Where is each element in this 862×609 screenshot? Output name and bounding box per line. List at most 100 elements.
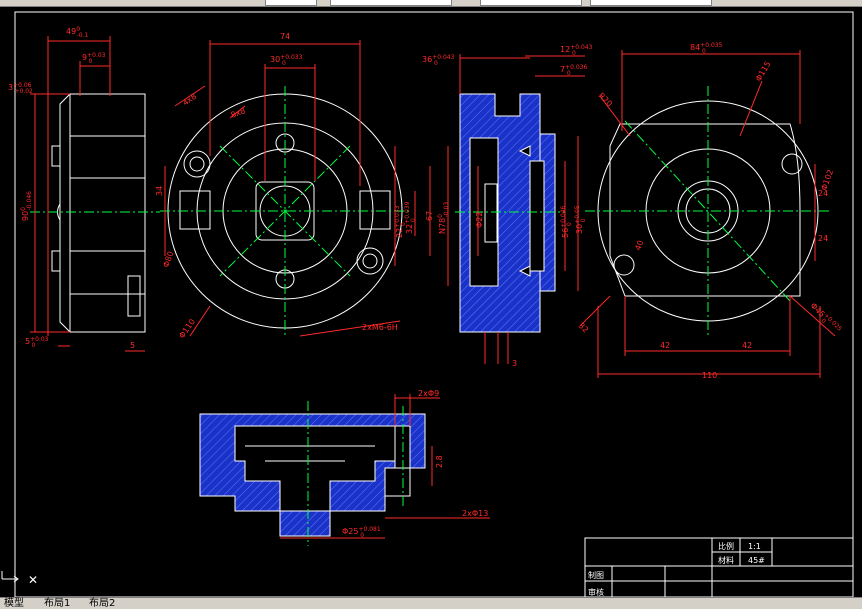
dim-label: R20: [597, 91, 615, 109]
tab-model[interactable]: 模型: [4, 598, 24, 609]
tab-layout2[interactable]: 布局2: [89, 598, 116, 609]
dim-label: 34: [155, 186, 164, 196]
dim-label: 8x8: [230, 106, 247, 120]
tolerance-upper: +0.043: [432, 54, 454, 61]
tolerance-upper: 0: [437, 214, 444, 218]
toolbar-combo-2[interactable]: [330, 0, 452, 6]
tolerance-upper: +0.03: [87, 52, 106, 59]
dim-label: Φ110: [177, 317, 197, 340]
tolerance-upper: 0: [76, 26, 80, 33]
dim-label: 56+0.0460: [560, 205, 573, 238]
tolerance-lower: 0: [567, 70, 571, 77]
dim-label: 5: [130, 341, 135, 350]
dim-label: 900-0.046: [20, 191, 33, 221]
tolerance-upper: 0: [20, 207, 27, 211]
dim-label: Φ22: [475, 212, 484, 228]
tolerance-lower: 0: [360, 532, 364, 539]
title-block-text: 比例 1:1 材料 45# 制图 审核: [588, 541, 765, 597]
tolerance-upper: +0.039: [404, 201, 411, 223]
ucs-icon: [1, 571, 19, 583]
tolerance-lower: 0: [434, 60, 438, 67]
side-view-left-dims: [30, 36, 145, 352]
dim-label: 42: [742, 341, 752, 350]
toolbar-strip: [0, 0, 862, 7]
tolerance-lower: 0: [580, 218, 587, 222]
tolerance-upper: +0.033: [280, 54, 302, 61]
front-view-dims: [164, 40, 431, 337]
dim-label: 40: [633, 239, 645, 252]
side-view-left: [51, 93, 146, 333]
layout-tabbar: 模型 布局1 布局2: [0, 597, 862, 609]
close-icon[interactable]: ✕: [28, 573, 38, 587]
tolerance-lower: 0: [410, 218, 417, 222]
drawing-frame: [14, 11, 854, 597]
toolbar-combo-4[interactable]: [590, 0, 712, 6]
dim-label: 110: [702, 371, 717, 380]
dim-label: 24: [818, 234, 828, 243]
dim-label: 3+0.06+0.02: [8, 82, 33, 95]
dim-label: Φ115: [754, 60, 773, 83]
section-view-dims: [447, 54, 585, 364]
dim-label: Φ45+0.0250: [806, 300, 843, 337]
tolerance-upper: +0.043: [570, 44, 592, 51]
tolerance-lower: 0: [566, 222, 573, 226]
dim-label: 2xΦ9: [418, 389, 439, 398]
dim-label: 3: [512, 359, 517, 368]
tolerance-lower: 0: [702, 48, 706, 55]
scale-label: 比例: [718, 541, 734, 551]
dim-label: 24: [818, 189, 828, 198]
dim-label: 74: [280, 32, 290, 41]
tolerance-lower: 0: [819, 318, 827, 326]
dim-label: 490-0.1: [66, 26, 89, 39]
tolerance-upper: +0.03: [30, 336, 49, 343]
tolerance-upper: +0.046: [560, 205, 567, 227]
tolerance-lower: -0.1: [77, 32, 89, 39]
tolerance-upper: +0.081: [358, 526, 380, 533]
dim-label: 2xΦ13: [462, 509, 488, 518]
dim-label: 30+0.050: [574, 205, 587, 234]
tolerance-lower: 0: [400, 222, 407, 226]
dim-label: 2xM6-6H: [362, 323, 398, 332]
rear-view-dims: [579, 50, 836, 378]
tolerance-upper: +0.033: [394, 205, 401, 227]
material-label: 材料: [718, 555, 734, 565]
material-value: 45#: [748, 556, 765, 565]
tolerance-lower: -0.03: [443, 202, 450, 218]
tolerance-upper: +0.05: [574, 205, 581, 224]
dim-label: 2.8: [435, 455, 444, 468]
dim-label: 4x8: [181, 92, 198, 108]
toolbar-combo-1[interactable]: [265, 0, 317, 6]
rear-view-centerlines: [585, 86, 830, 336]
tab-layout1[interactable]: 布局1: [44, 598, 71, 609]
tolerance-lower: 0: [88, 58, 92, 65]
toolbar-combo-3[interactable]: [480, 0, 582, 6]
tolerance-lower: 0: [31, 342, 35, 349]
scale-value: 1:1: [748, 542, 761, 551]
tolerance-upper: +0.036: [565, 64, 587, 71]
tolerance-upper: +0.035: [700, 42, 722, 49]
dim-label: Φ80: [161, 250, 175, 269]
drawn-label: 制图: [588, 570, 604, 580]
tolerance-lower: +0.02: [14, 88, 33, 95]
dim-label: 67: [425, 211, 434, 221]
tolerance-upper: +0.025: [822, 312, 843, 333]
tolerance-lower: 0: [282, 60, 286, 67]
tolerance-upper: +0.06: [13, 82, 32, 89]
title-block: [584, 537, 854, 597]
checked-label: 审核: [588, 587, 604, 597]
dim-label: 32: [577, 321, 591, 335]
dim-label: 42: [660, 341, 670, 350]
bottom-section-dims: [280, 394, 490, 539]
bottom-section: [199, 413, 426, 537]
